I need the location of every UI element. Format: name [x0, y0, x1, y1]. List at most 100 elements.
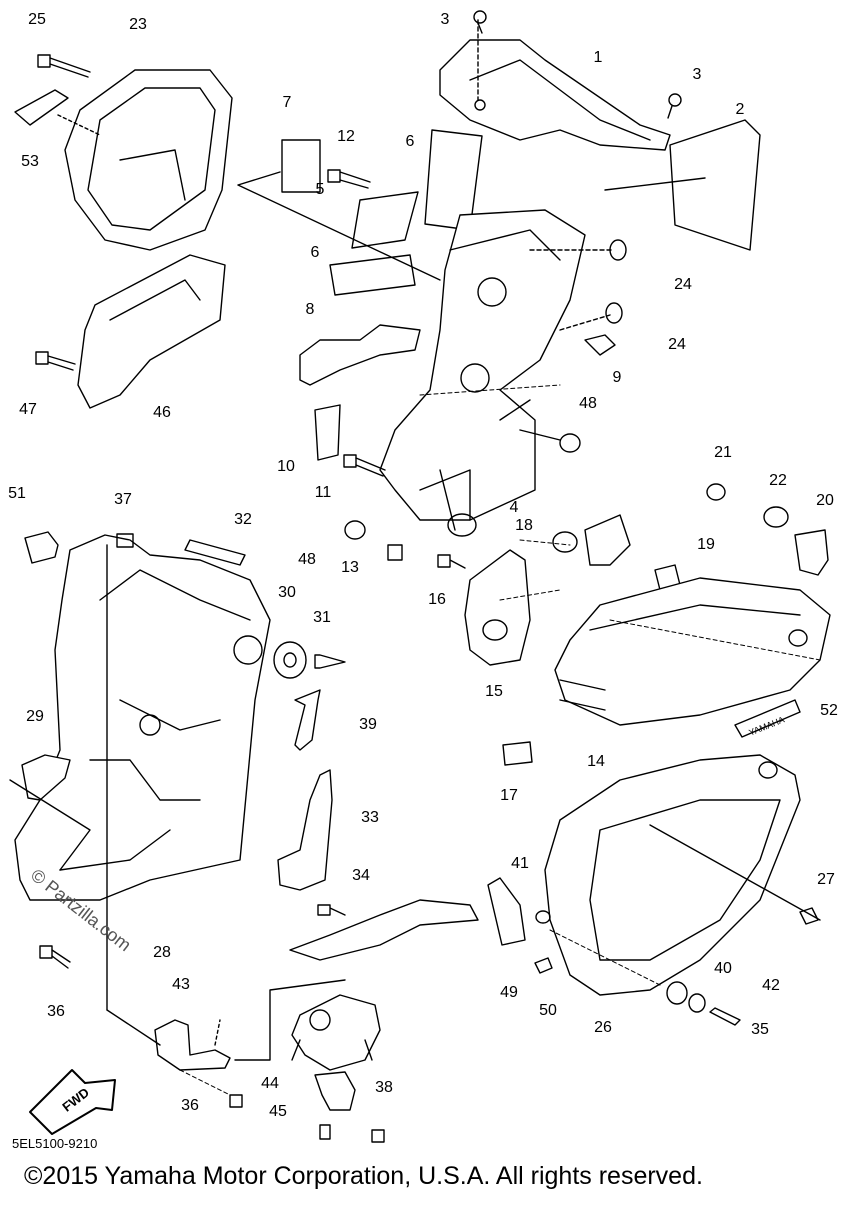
callout-53: 53: [21, 153, 39, 170]
part-39-bracket: [294, 689, 321, 751]
callout-40: 40: [714, 960, 732, 977]
part-11-bolt: [343, 454, 386, 477]
callout-16: 16: [428, 591, 446, 608]
part-47-bolt: [35, 351, 76, 371]
part-31-screw: [314, 654, 346, 669]
part-44-bracket: [314, 1071, 356, 1111]
part-7-pad: [281, 139, 321, 193]
callout-46: 46: [153, 404, 171, 421]
part-9-clip: [584, 334, 616, 356]
callout-1: 1: [593, 49, 603, 66]
part-6-pad-lower: [329, 254, 416, 296]
valve-assembly: [291, 994, 381, 1071]
leader-lines: [179, 384, 821, 1096]
part-42-washer: [688, 993, 706, 1013]
callout-49: 49: [500, 984, 518, 1001]
part-21-grommet: [706, 483, 726, 501]
callout-51: 51: [8, 485, 26, 502]
callout-5: 5: [315, 181, 325, 198]
callout-48: 48: [579, 395, 597, 412]
callout-39: 39: [359, 716, 377, 733]
part-41-nut: [535, 910, 551, 924]
part-10-pad: [314, 404, 341, 461]
callout-26: 26: [594, 1019, 612, 1036]
callout-48: 48: [298, 551, 316, 568]
part-4-frame: [379, 209, 586, 537]
callout-6: 6: [310, 244, 320, 261]
callout-47: 47: [19, 401, 37, 418]
callout-31: 31: [313, 609, 331, 626]
callout-6: 6: [405, 133, 415, 150]
part-33-bracket: [277, 769, 333, 891]
callout-22: 22: [769, 472, 787, 489]
part-15-bracket: [464, 549, 531, 666]
part-40-grommet: [666, 981, 688, 1005]
part-29-harness: [21, 754, 71, 801]
part-16-bolt: [437, 554, 466, 569]
callout-3: 3: [440, 11, 450, 28]
callout-29: 29: [26, 708, 44, 725]
part-30-washer: [273, 641, 307, 679]
callout-17: 17: [500, 787, 518, 804]
callout-12: 12: [337, 128, 355, 145]
callout-4: 4: [509, 499, 519, 516]
callout-33: 33: [361, 809, 379, 826]
part-17-pad: [502, 741, 533, 766]
part-48-grommet-lower: [344, 520, 366, 540]
part-25-bolt: [37, 54, 91, 78]
callout-36: 36: [47, 1003, 65, 1020]
part-38-bolt: [371, 1129, 385, 1143]
callout-45: 45: [269, 1103, 287, 1120]
part-13-nut: [387, 544, 403, 561]
part-28-frame: [14, 534, 271, 901]
callout-19: 19: [697, 536, 715, 553]
callout-27: 27: [817, 871, 835, 888]
fwd-arrow: [29, 1069, 116, 1135]
part-37-clip: [116, 533, 134, 548]
callout-44: 44: [261, 1075, 279, 1092]
callout-24: 24: [668, 336, 686, 353]
callout-28: 28: [153, 944, 171, 961]
copyright: ©2015 Yamaha Motor Corporation, U.S.A. A…: [24, 1162, 703, 1190]
part-3-clip: [473, 10, 682, 119]
callout-50: 50: [539, 1002, 557, 1019]
diagram-code: 5EL5100-9210: [12, 1136, 98, 1151]
part-48-grommet: [559, 433, 581, 453]
part-50-bolt: [534, 957, 553, 974]
callout-20: 20: [816, 492, 834, 509]
part-18-grommet: [552, 531, 578, 553]
hose: [289, 899, 479, 961]
callout-32: 32: [234, 511, 252, 528]
part-2-plate: [669, 119, 761, 251]
callout-43: 43: [172, 976, 190, 993]
part-49-bracket: [487, 877, 526, 946]
callout-41: 41: [511, 855, 529, 872]
part-23-side-cover: [64, 69, 233, 251]
plate-bracket: [584, 514, 631, 566]
callout-15: 15: [485, 683, 503, 700]
callout-14: 14: [587, 753, 605, 770]
part-52-badge: YAMAHA: [734, 699, 801, 738]
part-12-bolt: [327, 169, 371, 189]
part-53-pad: [14, 89, 69, 126]
part-24-grommet: [605, 239, 627, 324]
part-46-cover: [77, 254, 226, 409]
part-8-bracket: [299, 324, 421, 386]
callout-13: 13: [341, 559, 359, 576]
callout-36: 36: [181, 1097, 199, 1114]
part-14-cover: [554, 577, 831, 726]
part-43-bracket: [154, 1019, 231, 1071]
part-32-strip: [184, 539, 246, 566]
callout-23: 23: [129, 16, 147, 33]
callout-37: 37: [114, 491, 132, 508]
part-45-screw: [319, 1124, 331, 1140]
callout-9: 9: [612, 369, 622, 386]
callout-18: 18: [515, 517, 533, 534]
callout-10: 10: [277, 458, 295, 475]
callout-3: 3: [692, 66, 702, 83]
part-36-bolt: [39, 945, 243, 1108]
callout-24: 24: [674, 276, 692, 293]
callout-34: 34: [352, 867, 370, 884]
